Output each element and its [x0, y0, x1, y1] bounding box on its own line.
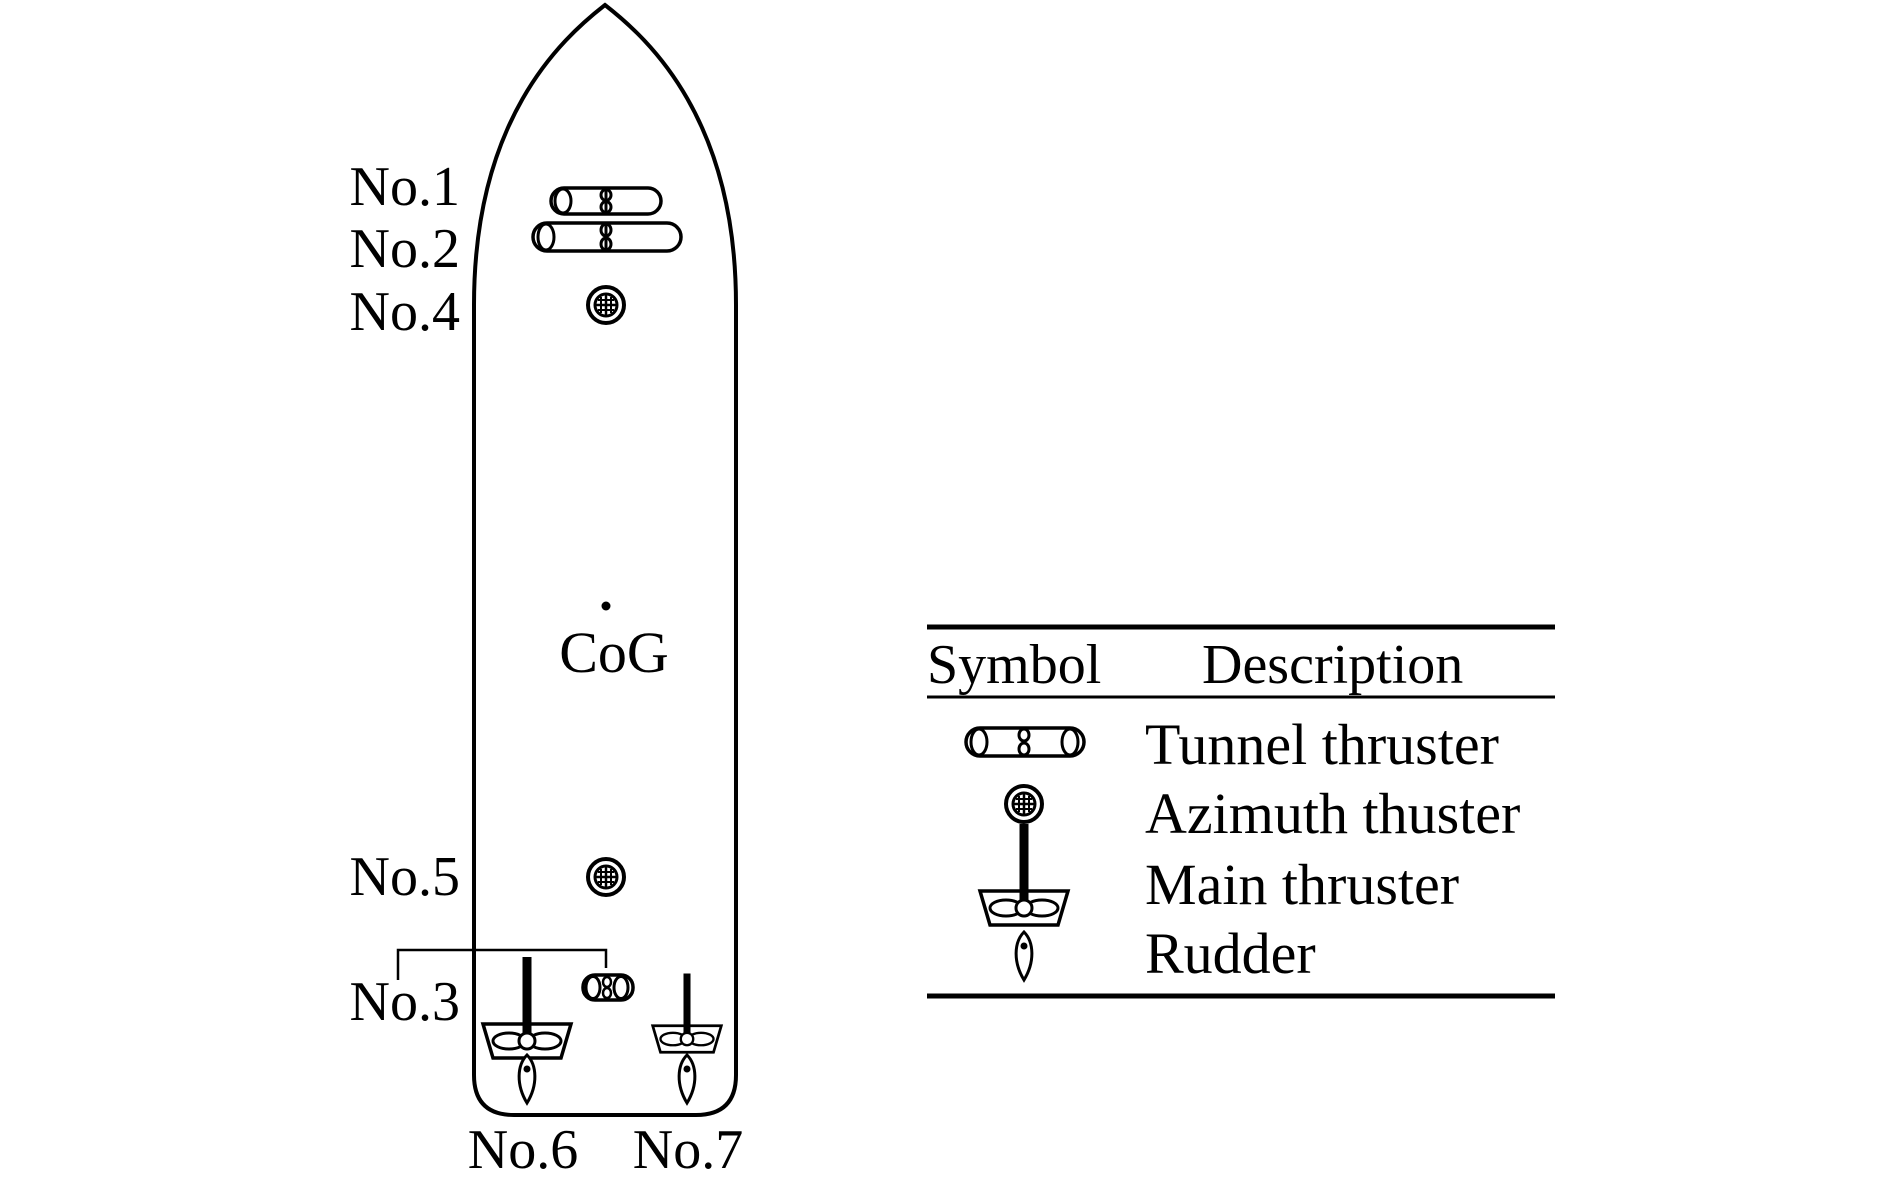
ship-hull — [472, 2, 738, 1117]
azimuth-thruster-no5 — [586, 857, 626, 897]
label-no5: No.5 — [350, 846, 460, 908]
legend-label-rudder: Rudder — [1145, 921, 1316, 986]
legend-header-symbol: Symbol — [927, 634, 1101, 696]
cog-label: CoG — [559, 620, 669, 685]
legend-table: Symbol Description Tunnel thruster Azimu… — [927, 624, 1555, 999]
no3-leader-line — [396, 948, 608, 980]
label-no2: No.2 — [350, 218, 460, 280]
label-no1: No.1 — [350, 156, 460, 218]
legend-label-main: Main thruster — [1145, 852, 1459, 917]
legend-label-azimuth: Azimuth thuster — [1145, 781, 1520, 846]
cog-point — [601, 601, 611, 611]
tunnel-thruster-no2 — [531, 221, 683, 253]
tunnel-thruster-no1 — [549, 186, 663, 216]
legend-label-tunnel: Tunnel thruster — [1145, 712, 1499, 777]
rudder-icon — [1014, 930, 1034, 982]
label-no4: No.4 — [350, 281, 460, 343]
legend-header-description: Description — [1202, 634, 1463, 696]
tunnel-thruster-icon — [964, 726, 1086, 758]
tunnel-thruster-no3 — [581, 973, 635, 1002]
label-no6: No.6 — [468, 1119, 578, 1181]
label-no7: No.7 — [633, 1119, 743, 1181]
main-thruster-icon — [978, 822, 1070, 927]
azimuth-thruster-icon — [1004, 784, 1044, 824]
label-no3: No.3 — [350, 971, 460, 1033]
azimuth-thruster-no4 — [586, 285, 626, 325]
